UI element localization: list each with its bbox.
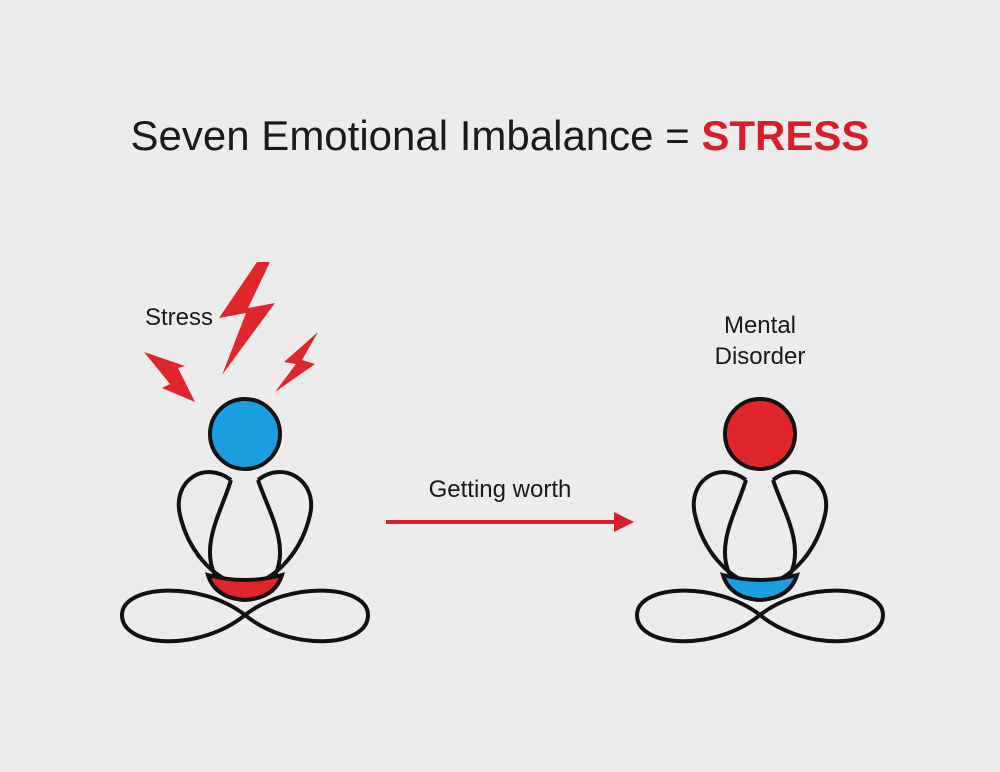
left-arm	[691, 470, 756, 587]
lightning-bolt-icon	[275, 332, 318, 392]
lightning-bolt-icon	[219, 262, 275, 375]
title-main: Seven Emotional Imbalance =	[130, 112, 690, 159]
mental-disorder-label: Mental Disorder	[690, 310, 830, 372]
torso-right	[771, 479, 798, 576]
page-title: Seven Emotional Imbalance = STRESS	[0, 112, 1000, 160]
lightning-bolt-icon	[144, 352, 195, 402]
torso-left	[207, 479, 233, 576]
head-red	[723, 397, 797, 471]
crossed-legs	[119, 588, 371, 644]
meditating-person-disorder	[634, 397, 886, 644]
head-blue	[208, 397, 282, 471]
mental-disorder-line1: Mental	[723, 312, 797, 339]
arrow-label: Getting worth	[428, 476, 572, 503]
left-arm	[176, 470, 241, 587]
lap-blue	[720, 572, 800, 603]
stress-label: Stress	[145, 304, 214, 331]
lap-red	[205, 572, 285, 603]
lightning-bolts	[144, 262, 318, 402]
arrow-right-icon	[386, 512, 634, 532]
mental-disorder-line2: Disorder	[714, 343, 806, 371]
torso-right	[256, 479, 283, 576]
crossed-legs	[634, 588, 886, 644]
meditating-person-stressed	[119, 397, 371, 644]
torso-left	[722, 479, 748, 576]
title-accent: STRESS	[701, 112, 870, 159]
